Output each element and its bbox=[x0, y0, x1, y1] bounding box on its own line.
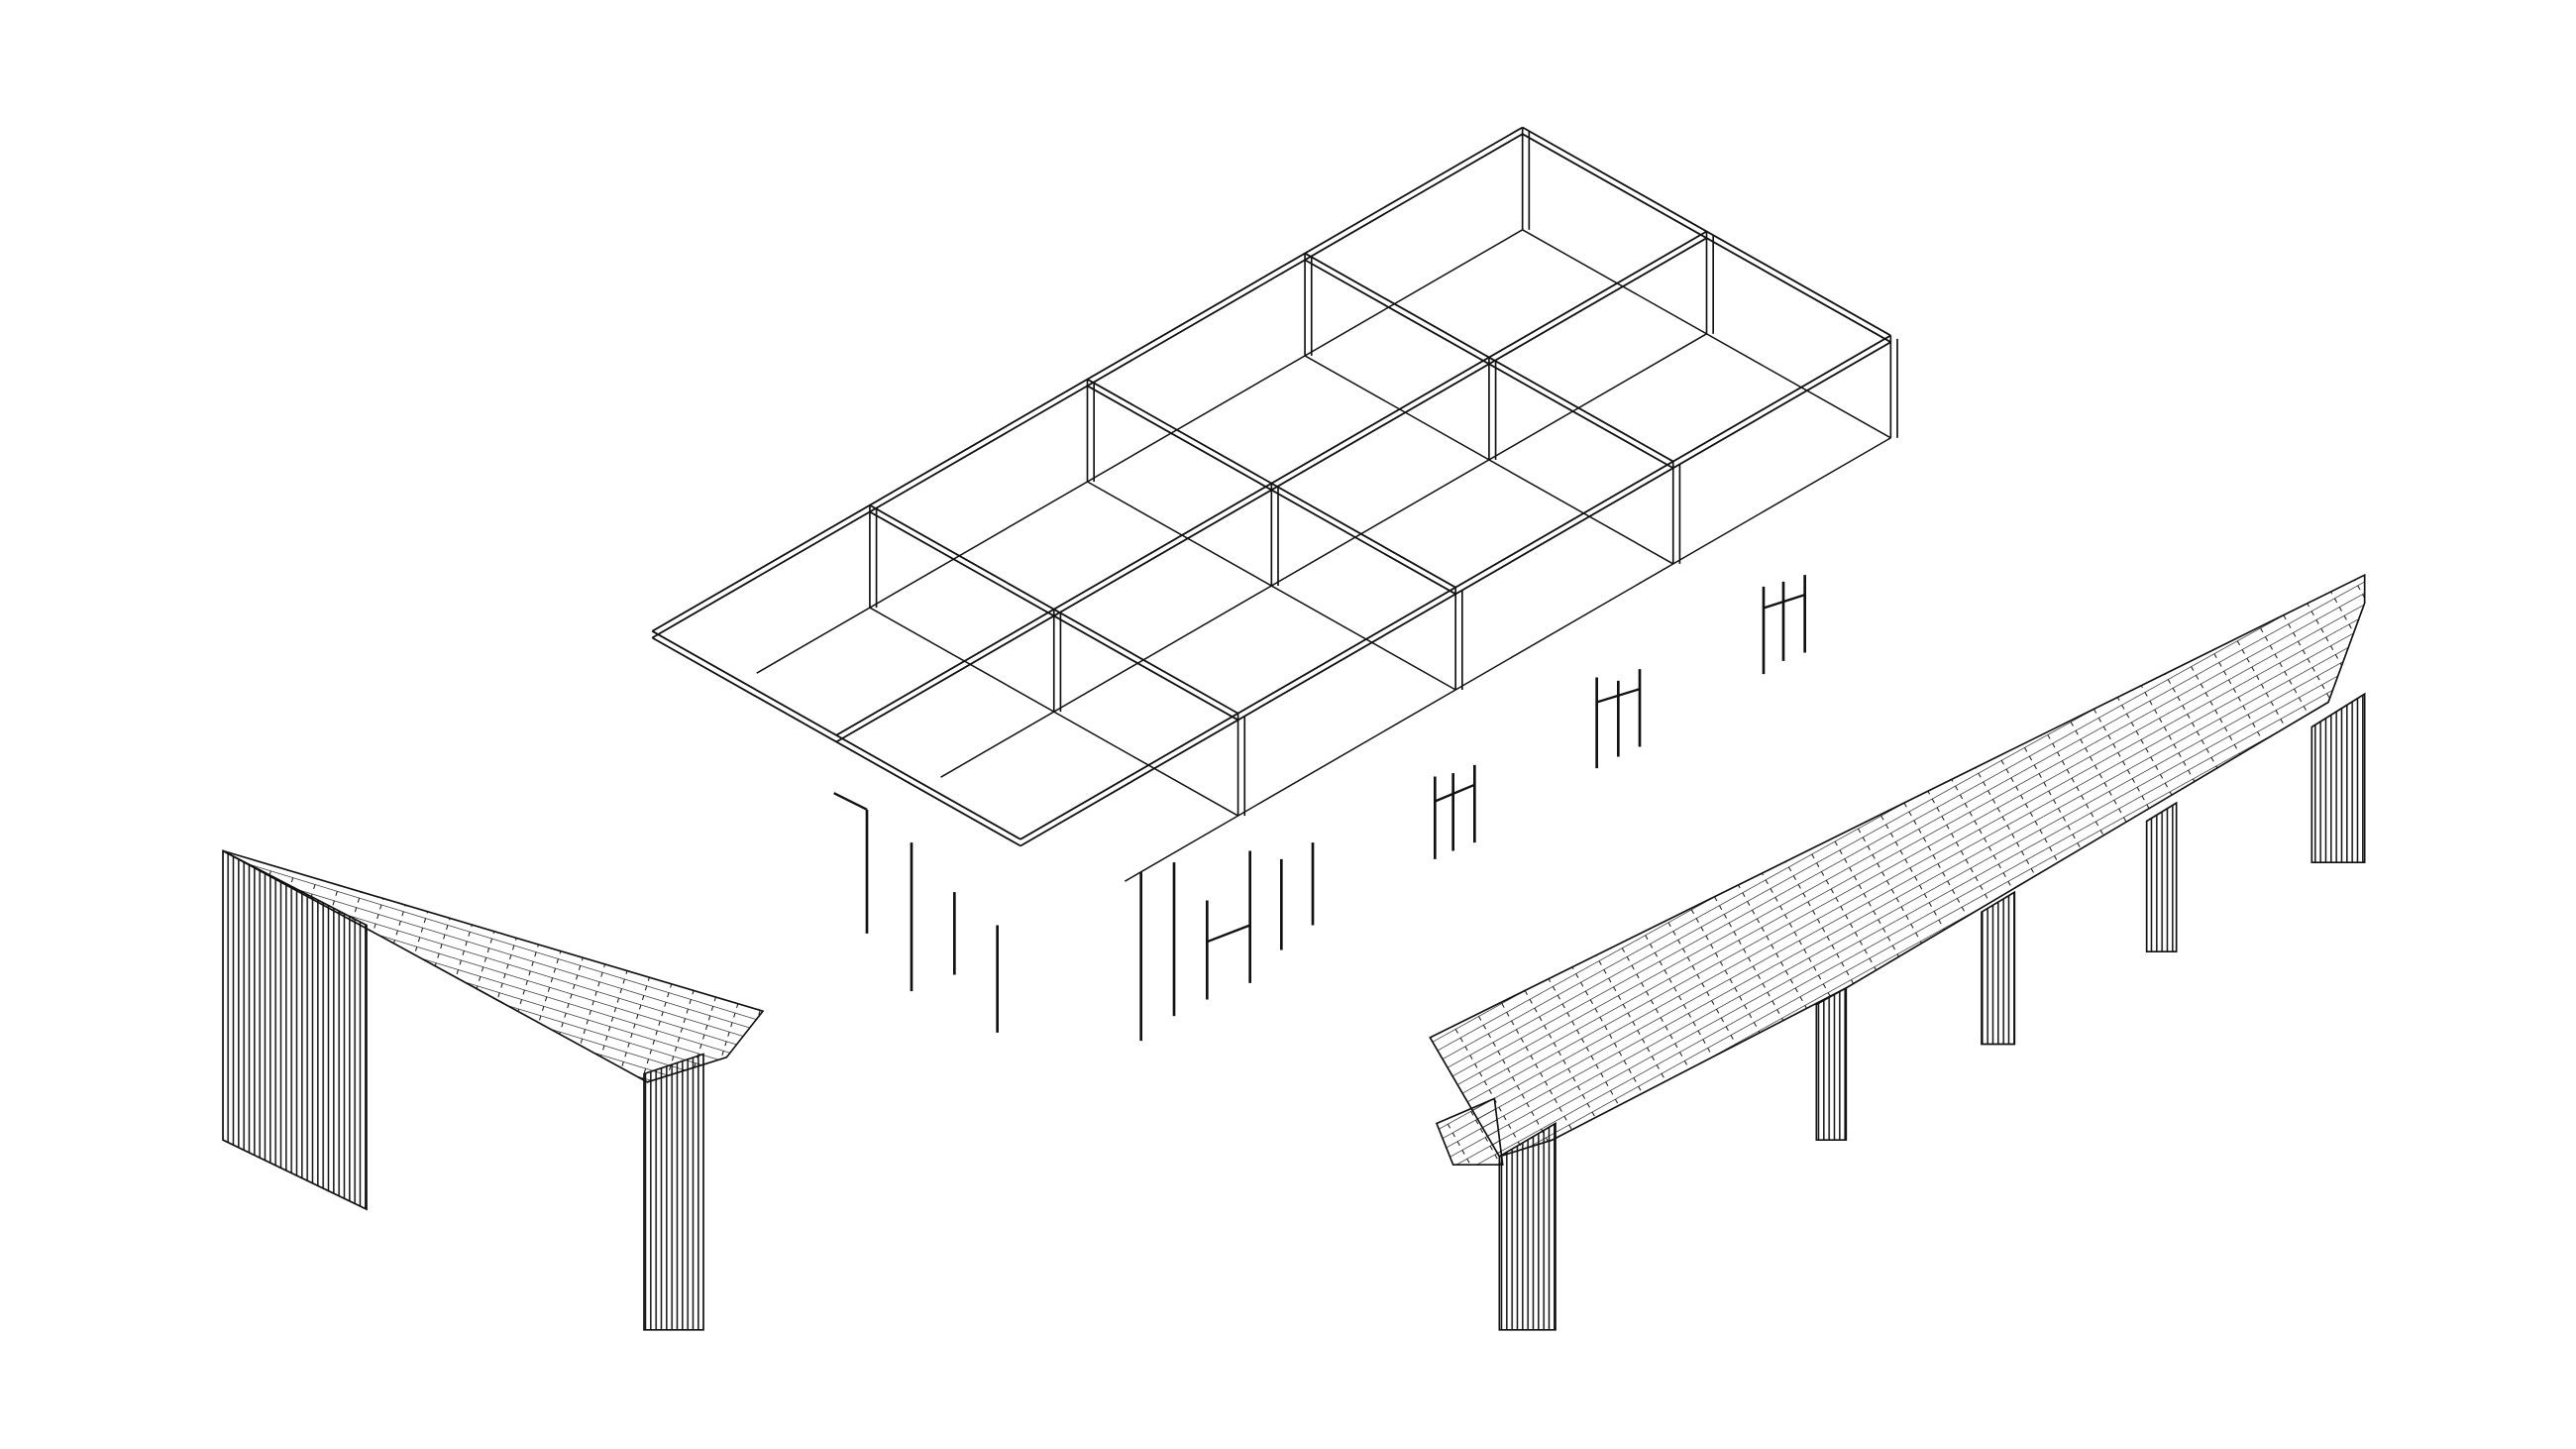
right-wall-pier bbox=[1815, 986, 1848, 1142]
lower-beam bbox=[756, 229, 1524, 674]
window-lintel bbox=[833, 792, 868, 811]
right-wall-pier bbox=[2145, 801, 2178, 953]
roof-beam bbox=[1020, 341, 1891, 847]
window-lintel bbox=[1763, 594, 1806, 610]
roof-beam bbox=[651, 636, 1021, 847]
roof-beam bbox=[1304, 259, 1674, 470]
roof-beam bbox=[1087, 378, 1456, 589]
walls bbox=[222, 573, 2366, 1331]
roof-beam bbox=[1304, 252, 1674, 463]
left-wall-end-column bbox=[643, 1053, 704, 1331]
roof-beam bbox=[1087, 385, 1456, 596]
roof-beam bbox=[869, 503, 1239, 715]
left-wall-slat-panel bbox=[222, 849, 368, 1211]
window-lintel bbox=[1596, 688, 1641, 704]
right-wall-pier bbox=[1981, 890, 2016, 1046]
window-lintel bbox=[1434, 783, 1475, 803]
roof-beam bbox=[1020, 334, 1891, 840]
roof-beam bbox=[1522, 126, 1891, 337]
right-wall-corner-column bbox=[1498, 1122, 1556, 1331]
floating-posts bbox=[833, 575, 1806, 1042]
lower-beam bbox=[1125, 437, 1891, 882]
window-lintel bbox=[1206, 924, 1251, 944]
roof-beam bbox=[651, 133, 1524, 639]
right-wall-roof-band bbox=[1429, 573, 2366, 1158]
roof-frame bbox=[651, 126, 1898, 882]
right-wall-corner-fragment bbox=[1435, 1097, 1504, 1167]
lower-beam bbox=[940, 333, 1707, 778]
right-wall-end-pier bbox=[2310, 692, 2366, 864]
roof-beam bbox=[651, 630, 1021, 840]
roof-beam bbox=[869, 510, 1239, 722]
roof-beam bbox=[1522, 133, 1891, 343]
